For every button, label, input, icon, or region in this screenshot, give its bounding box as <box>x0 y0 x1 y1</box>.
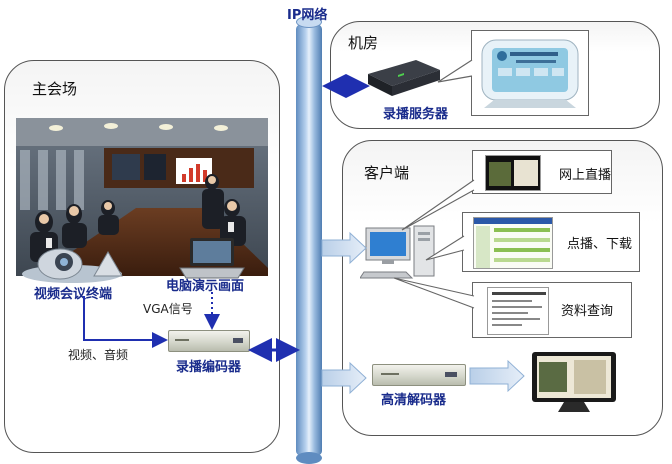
pc-presentation-label: 电脑演示画面 <box>166 279 245 294</box>
av-signal-label: 视频、音频 <box>68 348 129 362</box>
vod-download-label: 点播、下载 <box>567 237 633 252</box>
server-icon <box>368 60 440 96</box>
hd-decoder-label: 高清解码器 <box>381 393 447 408</box>
vod-download-thumbnail <box>473 217 553 269</box>
live-broadcast-thumbnail <box>485 155 541 191</box>
ip-network-pipe <box>296 16 322 464</box>
client-pc-icon <box>360 225 435 279</box>
client-callout-pointers <box>393 179 475 309</box>
ip-network-label: IP网络 <box>287 8 328 23</box>
document-query-callout: 资料查询 <box>472 282 632 338</box>
server-kiosk-screenshot <box>481 39 579 108</box>
video-conference-terminal-label: 视频会议终端 <box>34 287 113 302</box>
vod-download-callout: 点播、下载 <box>462 212 640 272</box>
hd-decoder-device <box>372 364 466 386</box>
document-query-label: 资料查询 <box>561 304 614 319</box>
client-title: 客户端 <box>364 164 410 182</box>
conference-camera-illustration <box>22 248 123 283</box>
main-venue-title: 主会场 <box>32 80 78 98</box>
document-query-thumbnail <box>487 287 549 335</box>
live-broadcast-callout: 网上直播 <box>472 150 612 194</box>
machine-room-title: 机房 <box>348 34 379 52</box>
recording-encoder-label: 录播编码器 <box>176 360 242 375</box>
tv-display-icon <box>532 352 616 412</box>
vga-signal-label: VGA信号 <box>143 302 193 316</box>
recording-server-label: 录播服务器 <box>383 107 449 122</box>
live-broadcast-label: 网上直播 <box>559 168 612 183</box>
laptop-icon <box>179 238 245 279</box>
server-callout-pointer <box>437 59 473 83</box>
